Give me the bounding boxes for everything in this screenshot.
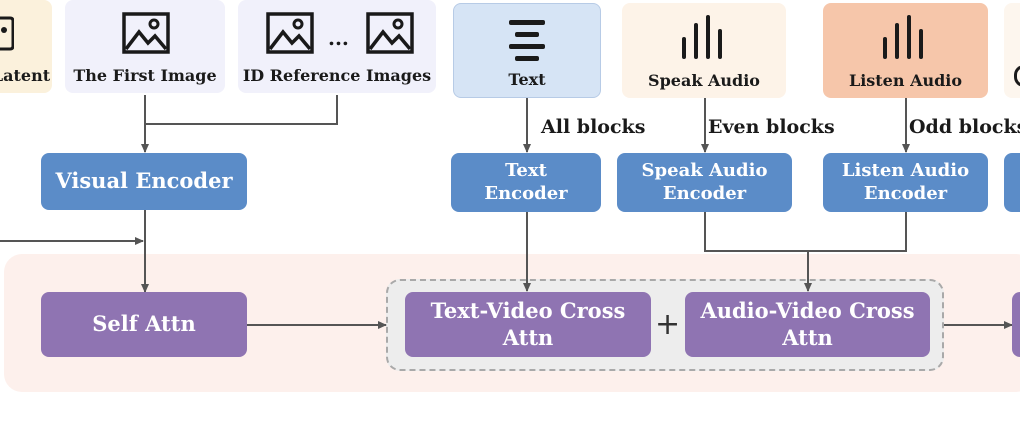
first-image-label: The First Image — [73, 66, 217, 85]
all-blocks-label: All blocks — [541, 116, 646, 138]
listen-audio-encoder: Listen Audio Encoder — [823, 153, 988, 212]
first-image-card: The First Image — [65, 0, 225, 93]
speak-audio-encoder-label-line2: Encoder — [662, 182, 747, 204]
text-lines-icon — [507, 18, 547, 66]
visual-encoder: Visual Encoder — [41, 153, 247, 210]
speak-audio-encoder: Speak Audio Encoder — [617, 153, 792, 212]
image-icon — [266, 12, 314, 58]
listen-audio-label: Listen Audio — [848, 71, 963, 90]
listen-audio-encoder-label-line2: Encoder — [863, 182, 948, 204]
latent-icon — [0, 14, 15, 56]
id-reference-connector — [141, 95, 338, 153]
text-video-cross-attn-label-line1: Text-Video Cross — [430, 298, 626, 324]
text-encoder-label-line2: Encoder — [484, 182, 568, 204]
listen-audio-encoder-label-line1: Listen Audio — [841, 160, 970, 181]
cropped-input-card — [1004, 3, 1020, 98]
plus-operator: + — [655, 307, 681, 342]
text-input-card: Text — [453, 3, 601, 98]
audio-waveform-icon — [680, 13, 730, 67]
even-blocks-label: Even blocks — [708, 116, 835, 138]
visual-encoder-label: Visual Encoder — [55, 168, 233, 194]
cropped-output-block — [1012, 292, 1020, 357]
odd-blocks-label: Odd blocks — [909, 116, 1020, 138]
ellipsis: ... — [328, 26, 349, 50]
id-reference-card: ... ID Reference Images — [238, 0, 436, 93]
text-video-cross-attn-block: Text-Video Cross Attn — [405, 292, 651, 357]
speak-audio-label: Speak Audio — [648, 71, 760, 90]
image-icon — [366, 12, 414, 58]
speak-audio-card: Speak Audio — [622, 3, 786, 98]
text-video-cross-attn-label-line2: Attn — [502, 324, 554, 350]
audio-video-cross-attn-label-line1: Audio-Video Cross — [700, 298, 915, 324]
text-input-label: Text — [508, 70, 546, 89]
latent-input-card: Latent — [0, 0, 52, 93]
audio-encoders-merge — [704, 212, 907, 252]
audio-video-cross-attn-block: Audio-Video Cross Attn — [685, 292, 930, 357]
latent-label: Latent — [0, 66, 51, 85]
cropped-glyph — [1014, 65, 1020, 87]
text-encoder-label-line1: Text — [505, 160, 547, 181]
id-reference-label: ID Reference Images — [242, 66, 432, 85]
cropped-encoder — [1004, 153, 1020, 212]
self-attn-block: Self Attn — [41, 292, 247, 357]
image-icon — [122, 12, 170, 58]
audio-waveform-icon — [881, 13, 931, 67]
self-attn-label: Self Attn — [92, 311, 196, 337]
audio-video-cross-attn-label-line2: Attn — [782, 324, 833, 350]
listen-audio-card: Listen Audio — [823, 3, 988, 98]
text-encoder: Text Encoder — [451, 153, 601, 212]
speak-audio-encoder-label-line1: Speak Audio — [641, 160, 768, 181]
